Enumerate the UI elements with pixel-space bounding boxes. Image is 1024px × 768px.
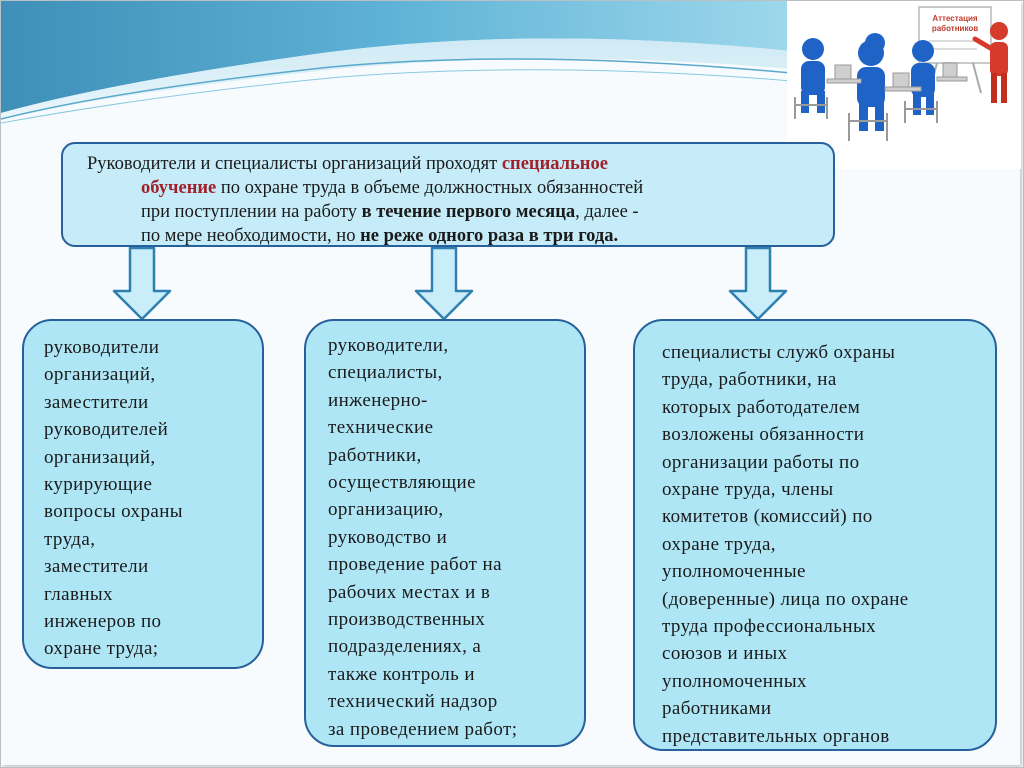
card-text-line: руководители bbox=[44, 337, 160, 358]
card-text-line: организации работы по bbox=[662, 451, 860, 473]
card-text-line: инженерно- bbox=[328, 389, 428, 411]
group-card-safety-specialists: специалисты служб охраны труда, работник… bbox=[633, 319, 997, 751]
card-text-line: работниками bbox=[662, 698, 772, 720]
card-text-line: комитетов (комиссий) по bbox=[662, 506, 873, 528]
card-text-line: труда, bbox=[44, 528, 96, 550]
card-text-line: уполномоченных bbox=[662, 670, 807, 692]
card-text-line: производственных bbox=[328, 609, 486, 631]
card-text-line: за проведением работ; bbox=[328, 718, 518, 740]
card-text-line: охране труда; bbox=[44, 638, 159, 660]
card-text-line: вопросы охраны bbox=[44, 501, 183, 523]
intro-line-4: по мере необходимости, но не реже одного… bbox=[87, 224, 813, 248]
card-text-line: рабочих местах и в bbox=[328, 581, 491, 603]
intro-bold-first-month: в течение первого месяца bbox=[361, 202, 576, 222]
intro-text-2b: по охране труда в объеме должностных обя… bbox=[216, 178, 644, 198]
intro-highlight-special: специальное bbox=[501, 154, 608, 174]
group-card-engineers: руководители, специалисты, инженерно- те… bbox=[304, 319, 586, 747]
card-text-line: труда профессиональных bbox=[662, 616, 877, 638]
card-text-line: также контроль и bbox=[328, 663, 475, 685]
board-text-2: работников bbox=[932, 24, 978, 33]
card-text-line: технический надзор bbox=[328, 691, 498, 713]
board-text-1: Аттестация bbox=[932, 14, 978, 23]
intro-bold-three-years: не реже одного раза в три года. bbox=[360, 226, 619, 246]
card-text-line: (доверенные) лица по охране bbox=[662, 588, 909, 610]
card-text-line: союзов и иных bbox=[662, 643, 788, 665]
card-text-line: уполномоченные bbox=[662, 561, 806, 583]
card-text-line: подразделениях, а bbox=[328, 636, 482, 658]
training-illustration: Аттестация работников bbox=[787, 1, 1021, 169]
group-card-managers: руководители организаций, заместители ру… bbox=[22, 319, 264, 669]
intro-text-1a: Руководители и специалисты организаций п… bbox=[87, 154, 502, 174]
card-text-line: охране труда, bbox=[662, 533, 776, 555]
intro-text-4a: по мере необходимости, но bbox=[141, 226, 361, 246]
card-text-line: возложены обязанности bbox=[662, 424, 865, 446]
card-text-line: технические bbox=[328, 417, 434, 439]
card-text-line: главных bbox=[44, 583, 113, 605]
training-people-icon: Аттестация работников bbox=[794, 6, 1008, 141]
intro-text-3a: при поступлении на работу bbox=[141, 202, 362, 222]
intro-line-2: обучение по охране труда в объеме должно… bbox=[87, 176, 813, 200]
card-text-line: руководителей bbox=[44, 419, 169, 441]
card-text-line: организаций, bbox=[44, 446, 156, 468]
card-text-line: руководство и bbox=[328, 526, 448, 548]
card-text-line: проведение работ на bbox=[328, 554, 502, 576]
down-arrow-icon bbox=[728, 247, 788, 321]
down-arrow-icon bbox=[414, 247, 474, 321]
down-arrow-icon bbox=[112, 247, 172, 321]
card-text-line: труда, работники, на bbox=[662, 369, 837, 391]
intro-line-3: при поступлении на работу в течение перв… bbox=[87, 200, 813, 224]
intro-line-1: Руководители и специалисты организаций п… bbox=[87, 152, 813, 176]
card-text-line: заместители bbox=[44, 391, 149, 413]
card-text-line: организаций, bbox=[44, 364, 156, 386]
card-text-line: специалисты служб охраны bbox=[662, 342, 896, 363]
card-text-line: курирующие bbox=[44, 474, 153, 496]
card-text-line: охране труда, члены bbox=[662, 479, 834, 501]
card-text-line: представительных органов bbox=[662, 725, 890, 747]
header-waves-decoration bbox=[1, 1, 791, 124]
intro-text-3c: , далее - bbox=[575, 202, 639, 222]
card-text-line: руководители, bbox=[328, 335, 449, 356]
intro-statement-box: Руководители и специалисты организаций п… bbox=[61, 142, 835, 247]
card-text-line: заместители bbox=[44, 556, 149, 578]
card-text-line: инженеров по bbox=[44, 611, 162, 633]
card-text-line: специалисты, bbox=[328, 362, 443, 384]
card-text-line: которых работодателем bbox=[662, 396, 861, 418]
card-text-line: осуществляющие bbox=[328, 472, 476, 494]
intro-highlight-training: обучение bbox=[141, 178, 217, 198]
card-text-line: работники, bbox=[328, 444, 422, 466]
card-text-line: организацию, bbox=[328, 499, 444, 521]
